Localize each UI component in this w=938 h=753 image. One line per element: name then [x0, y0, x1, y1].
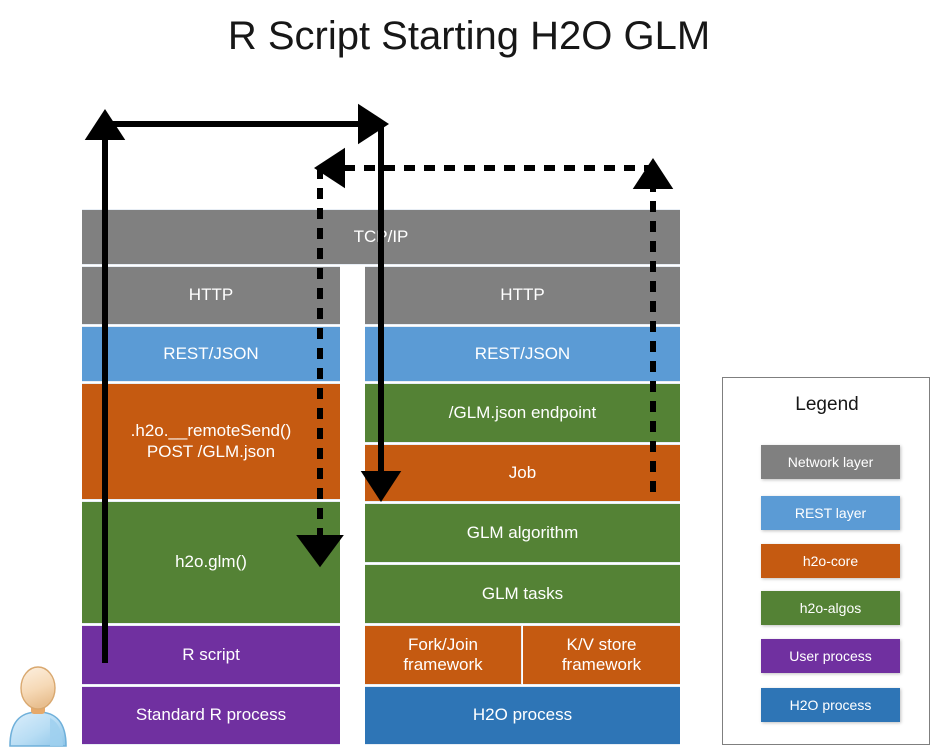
right-block-glm-tasks-label: GLM tasks — [481, 583, 564, 603]
left-block-rest-json: REST/JSON — [82, 326, 340, 382]
left-block-h2o-glm-label: h2o.glm() — [175, 552, 247, 572]
network-band-label: TCP/IP — [353, 226, 409, 246]
legend-item-h2o-process[interactable]: H2O process — [761, 688, 900, 722]
legend-item-h2o-algos[interactable]: h2o-algos — [761, 591, 900, 625]
right-block-kv-store-framework: K/V store framework — [523, 625, 680, 685]
left-block-rest-json-label: REST/JSON — [163, 343, 259, 363]
legend-item-h2o-process-label: H2O process — [789, 697, 872, 713]
left-block-standard-r-process-label: Standard R process — [135, 705, 287, 725]
left-block-http: HTTP — [82, 266, 340, 325]
right-block-fork-join-framework: Fork/Join framework — [365, 625, 522, 685]
left-block-remote-send-line1: .h2o.__remoteSend() — [130, 421, 292, 441]
right-block-http-label: HTTP — [500, 285, 545, 305]
right-block-glm-tasks: GLM tasks — [365, 564, 680, 624]
left-block-standard-r-process: Standard R process — [82, 686, 340, 745]
fork-join-line1: Fork/Join — [408, 634, 478, 654]
right-block-glm-json-endpoint-label: /GLM.json endpoint — [448, 402, 597, 422]
right-block-job-label: Job — [508, 462, 537, 482]
kv-store-line1: K/V store — [566, 634, 637, 654]
page-title: R Script Starting H2O GLM — [227, 14, 711, 58]
left-block-remote-send-label: .h2o.__remoteSend() POST /GLM.json — [123, 421, 300, 461]
left-block-r-script: R script — [82, 625, 340, 685]
legend-item-h2o-algos-label: h2o-algos — [799, 600, 862, 616]
legend-panel: Legend Network layer REST layer h2o-core… — [722, 377, 930, 745]
right-block-job: Job — [365, 444, 680, 502]
left-block-h2o-glm: h2o.glm() — [82, 501, 340, 624]
right-block-glm-algorithm-label: GLM algorithm — [466, 522, 579, 542]
left-block-remote-send: .h2o.__remoteSend() POST /GLM.json — [82, 383, 340, 500]
right-block-glm-json-endpoint: /GLM.json endpoint — [365, 383, 680, 443]
user-avatar-icon — [9, 666, 67, 747]
legend-item-h2o-core[interactable]: h2o-core — [761, 544, 900, 578]
right-block-rest-json-label: REST/JSON — [474, 343, 571, 363]
right-block-kv-store-framework-label: K/V store framework — [554, 635, 649, 675]
right-block-http: HTTP — [365, 266, 680, 325]
legend-item-rest-layer-label: REST layer — [794, 505, 867, 521]
right-block-rest-json: REST/JSON — [365, 326, 680, 382]
left-block-remote-send-line2: POST /GLM.json — [146, 441, 276, 461]
kv-store-line2: framework — [561, 655, 642, 674]
legend-item-network-layer[interactable]: Network layer — [761, 445, 900, 479]
legend-item-user-process[interactable]: User process — [761, 639, 900, 673]
legend-item-network-layer-label: Network layer — [787, 454, 874, 470]
right-block-glm-algorithm: GLM algorithm — [365, 503, 680, 563]
left-block-r-script-label: R script — [182, 644, 240, 664]
right-block-h2o-process-label: H2O process — [472, 705, 573, 725]
left-block-http-label: HTTP — [188, 285, 234, 305]
legend-item-h2o-core-label: h2o-core — [802, 553, 859, 569]
network-band-tcpip: TCP/IP — [82, 209, 680, 265]
legend-item-user-process-label: User process — [789, 648, 872, 664]
fork-join-line2: framework — [403, 655, 483, 674]
legend-title: Legend — [795, 394, 859, 415]
right-block-fork-join-framework-label: Fork/Join framework — [395, 635, 490, 675]
legend-item-rest-layer[interactable]: REST layer — [761, 496, 900, 530]
right-block-h2o-process: H2O process — [365, 686, 680, 745]
